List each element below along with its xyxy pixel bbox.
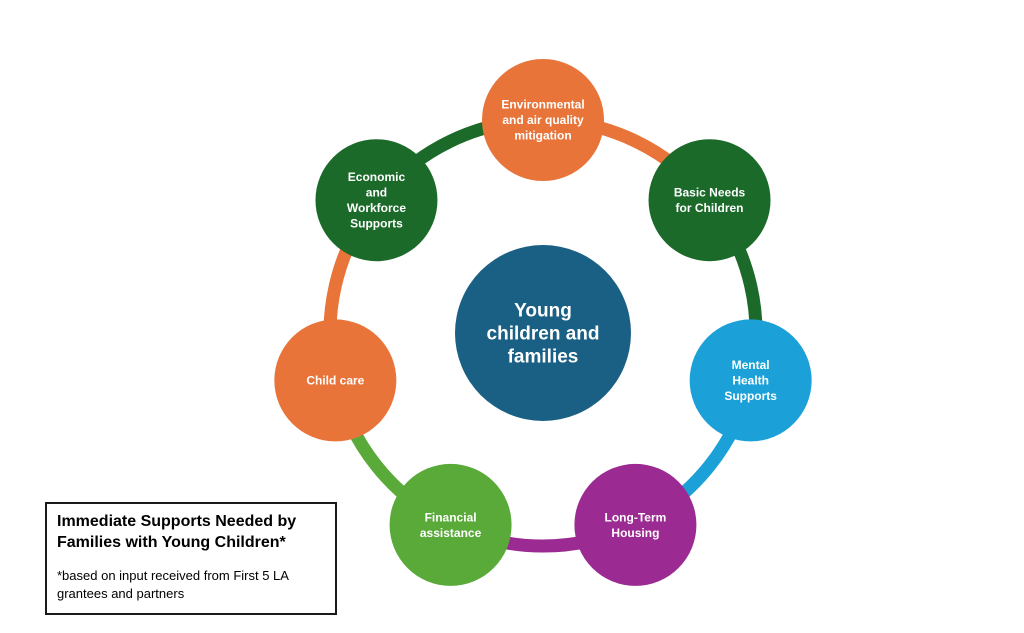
center-label-line: children and (487, 324, 600, 345)
center-label-line: families (508, 347, 579, 368)
node-label-line: for Children (676, 201, 744, 215)
node-label-line: Supports (350, 217, 403, 231)
caption-title: Immediate Supports Needed by Families wi… (57, 513, 297, 551)
node-label-child-care: Child care (306, 374, 364, 388)
node-label-line: Workforce (347, 201, 406, 215)
caption-note: *based on input received from First 5 LA… (57, 568, 289, 601)
node-label-line: Financial (425, 510, 477, 524)
node-circle-mental-health (689, 319, 812, 442)
node-label-line: assistance (420, 526, 482, 540)
node-label-line: Basic Needs (674, 186, 746, 200)
node-circle-environmental (482, 59, 604, 181)
node-label-line: Mental (732, 358, 770, 372)
node-circle-housing (574, 463, 697, 586)
node-label-line: Economic (348, 170, 406, 184)
center-circle (455, 245, 631, 421)
node-label-line: Long-Term (605, 510, 667, 524)
node-label-line: mitigation (514, 129, 571, 143)
node-circle-basic-needs (648, 139, 771, 262)
caption-box: Immediate Supports Needed by Families wi… (45, 502, 337, 615)
node-label-line: Health (732, 374, 769, 388)
node-child-care: Child care (274, 319, 397, 442)
center-label-line: Young (514, 301, 572, 322)
node-label-line: Housing (611, 526, 659, 540)
node-circle-financial (389, 463, 512, 586)
node-label-line: Supports (724, 389, 777, 403)
node-circle-child-care (274, 319, 397, 442)
node-label-line: and air quality (502, 113, 584, 127)
node-label-line: Environmental (501, 98, 584, 112)
node-label-line: Child care (306, 374, 364, 388)
node-label-financial: Financial assistance (420, 510, 482, 540)
node-circle-economic (315, 139, 438, 262)
node-financial: Financial assistance (389, 463, 512, 586)
node-label-line: and (366, 186, 387, 200)
